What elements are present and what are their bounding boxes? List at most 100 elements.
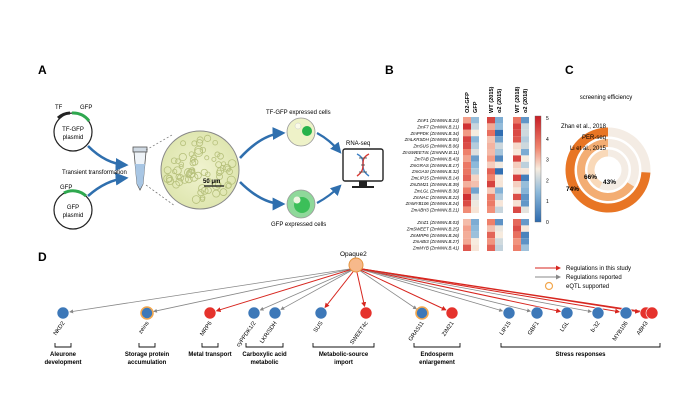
heatmap-cell	[513, 149, 521, 156]
heatmap-cell	[487, 187, 495, 194]
heatmap-cell	[471, 231, 479, 239]
heatmap-cell	[513, 129, 521, 137]
heatmap-cell	[463, 142, 471, 149]
gene-label: cyPPDK1/2	[236, 321, 258, 349]
heatmap-cell	[463, 136, 471, 143]
efficiency-rings	[565, 127, 651, 213]
gene-node	[247, 306, 261, 320]
group-label: Storage protein	[125, 352, 170, 358]
gene-label: zeins	[138, 321, 151, 336]
gene-node	[415, 306, 429, 320]
heatmap-cell	[487, 123, 495, 130]
gene-label: NKD2	[53, 321, 67, 337]
heatmap-cell	[495, 155, 503, 162]
regulation-edge	[355, 267, 592, 314]
gene-node	[645, 306, 659, 320]
protoplast	[196, 136, 204, 144]
gene-node	[560, 306, 574, 320]
heatmap-cell	[487, 200, 495, 207]
heatmap-cell	[471, 117, 479, 124]
protoplast	[211, 156, 217, 162]
transient-label: Transient transformation	[62, 170, 127, 176]
heatmap-col-label: WT (2015)	[489, 86, 495, 113]
heatmap-cell	[495, 206, 503, 213]
regulation-edge	[215, 267, 357, 313]
heatmap-cell	[495, 187, 503, 194]
heatmap-cell	[495, 136, 503, 143]
group-bracket	[312, 343, 375, 348]
group-label: Carboxylic acid	[242, 352, 287, 358]
regulation-edge	[355, 267, 418, 310]
gene-node	[445, 306, 459, 320]
heatmap-gene-label: ZmSWEET (ZmNNN.B.25)	[406, 226, 460, 231]
efficiency-title: screening efficiency	[580, 95, 633, 101]
heatmap-cell	[521, 117, 529, 124]
legend-eqtl: eQTL supported	[566, 284, 609, 290]
heatmap-cell	[513, 187, 521, 194]
legend-reported: Regulations reported	[566, 275, 622, 281]
protoplast	[186, 168, 196, 178]
heatmap-gene-label: ZmNAC (ZmNNN.B.22)	[412, 195, 459, 200]
protoplast	[225, 182, 232, 189]
protoplast	[184, 175, 193, 184]
protoplast	[175, 158, 181, 164]
heatmap-cell	[487, 231, 495, 239]
heatmap-col-label: GFP	[473, 101, 479, 113]
gene-node	[140, 306, 154, 320]
protoplast	[180, 140, 186, 147]
legend-study: Regulations in this study	[566, 266, 631, 272]
heatmap-cell	[487, 149, 495, 156]
heatmap-cell	[495, 123, 503, 130]
heatmap-cell	[513, 238, 521, 245]
heatmap-cell	[495, 174, 503, 181]
heatmap-cell	[513, 142, 521, 149]
gene-node	[203, 306, 217, 320]
heatmap-gene-label: ZmZ1 (ZmNNN.B.03)	[416, 220, 459, 225]
protoplast	[178, 164, 184, 170]
heatmap-cell	[471, 155, 479, 162]
gene-label: MRP6	[199, 321, 213, 338]
heatmap-cell	[495, 231, 503, 239]
heatmap-cell	[495, 117, 503, 124]
heatmap-cell	[495, 181, 503, 188]
heatmap-cell	[495, 219, 503, 226]
protoplast	[194, 147, 204, 158]
arrow-gfp-to-tube	[87, 172, 129, 197]
heatmap-col-label: O2-GFP	[465, 92, 471, 113]
protoplast	[215, 169, 223, 177]
heatmap-cell	[463, 225, 471, 232]
heatmap-cell	[513, 225, 521, 232]
heatmap-cell	[521, 244, 529, 251]
gene-label: MYB106	[612, 321, 630, 343]
protoplast	[163, 166, 172, 175]
protoplast	[177, 174, 185, 182]
colorbar-tick: 5	[546, 116, 549, 122]
gene-label: LKR/SDH	[259, 321, 278, 345]
heatmap-cell	[521, 161, 529, 169]
heatmap-cells	[463, 117, 529, 251]
hub-label: Opaque2	[340, 251, 367, 258]
heatmap-cell	[495, 225, 503, 232]
group-label: Aleurone	[50, 352, 77, 358]
heatmap-cell	[471, 225, 479, 232]
panel-label-d: D	[38, 250, 47, 264]
heatmap-cell	[471, 149, 479, 156]
panel-label-c: C	[565, 63, 574, 77]
group-label: Metal transport	[188, 352, 231, 358]
protoplast	[171, 168, 178, 175]
heatmap-cell	[521, 200, 529, 207]
gene-label: LGL	[559, 320, 571, 333]
regulation-edge	[355, 267, 647, 314]
heatmap-cell	[521, 168, 529, 175]
heatmap-cell	[463, 117, 471, 124]
group-bracket	[413, 343, 461, 348]
colorbar-tick: 3	[546, 158, 549, 164]
rnaseq-monitor-icon	[342, 148, 384, 188]
protoplast	[224, 165, 231, 172]
protoplast	[227, 159, 237, 168]
arrow-gfp-to-seq	[316, 184, 342, 204]
gfp-tag-bottom: GFP	[60, 185, 72, 191]
heatmap-cell	[471, 174, 479, 181]
